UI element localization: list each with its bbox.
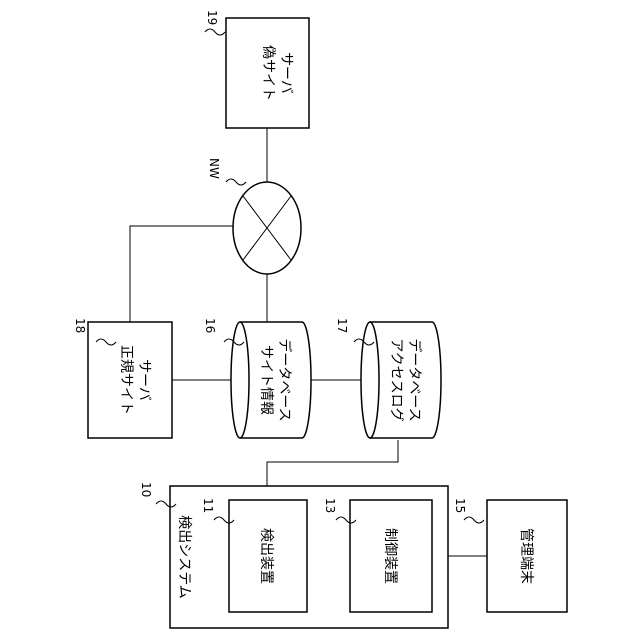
network-node [233, 182, 301, 274]
ref-17-label: 17 [335, 318, 349, 333]
site-info-database: サイト情報 データベース [231, 322, 311, 438]
ref-19-leader [205, 29, 225, 35]
ref-18-label: 18 [73, 318, 87, 333]
ref-11-label: 11 [201, 498, 215, 513]
ref-19-label: 19 [205, 10, 219, 25]
admin-terminal: 管理端末 [487, 500, 567, 612]
ref-nw-label: NW [207, 158, 221, 179]
access-log-database: アクセスログ データベース [361, 322, 441, 438]
legit-server-label-line1: 正規サイト [118, 345, 134, 415]
ref-16-label: 16 [203, 318, 217, 333]
site-db-label-line2: データベース [276, 338, 293, 421]
fake-site-server: 偽サイト サーバ [226, 18, 309, 128]
controller-device: 制御装置 [350, 500, 432, 612]
controller-label: 制御装置 [382, 528, 398, 584]
ref-10-label: 10 [139, 482, 153, 497]
ref-13-label: 13 [323, 498, 337, 513]
detection-system-label: 検出システム [176, 515, 192, 599]
access-log-db-label-line1: アクセスログ [388, 338, 404, 421]
legit-server-label-line2: サーバ [136, 359, 152, 401]
access-log-db-label-line2: データベース [406, 338, 423, 421]
detector-label: 検出装置 [258, 528, 274, 584]
link-legit-server-network [130, 226, 233, 322]
ref-15-leader [464, 517, 484, 523]
detector-device: 検出装置 [229, 500, 307, 612]
ref-nw-leader [226, 179, 246, 185]
ref-15-label: 15 [453, 498, 467, 513]
admin-terminal-label: 管理端末 [518, 528, 534, 584]
fake-server-label-line1: 偽サイト [260, 45, 276, 101]
fake-server-label-line2: サーバ [278, 52, 294, 94]
site-db-label-line1: サイト情報 [258, 345, 274, 415]
